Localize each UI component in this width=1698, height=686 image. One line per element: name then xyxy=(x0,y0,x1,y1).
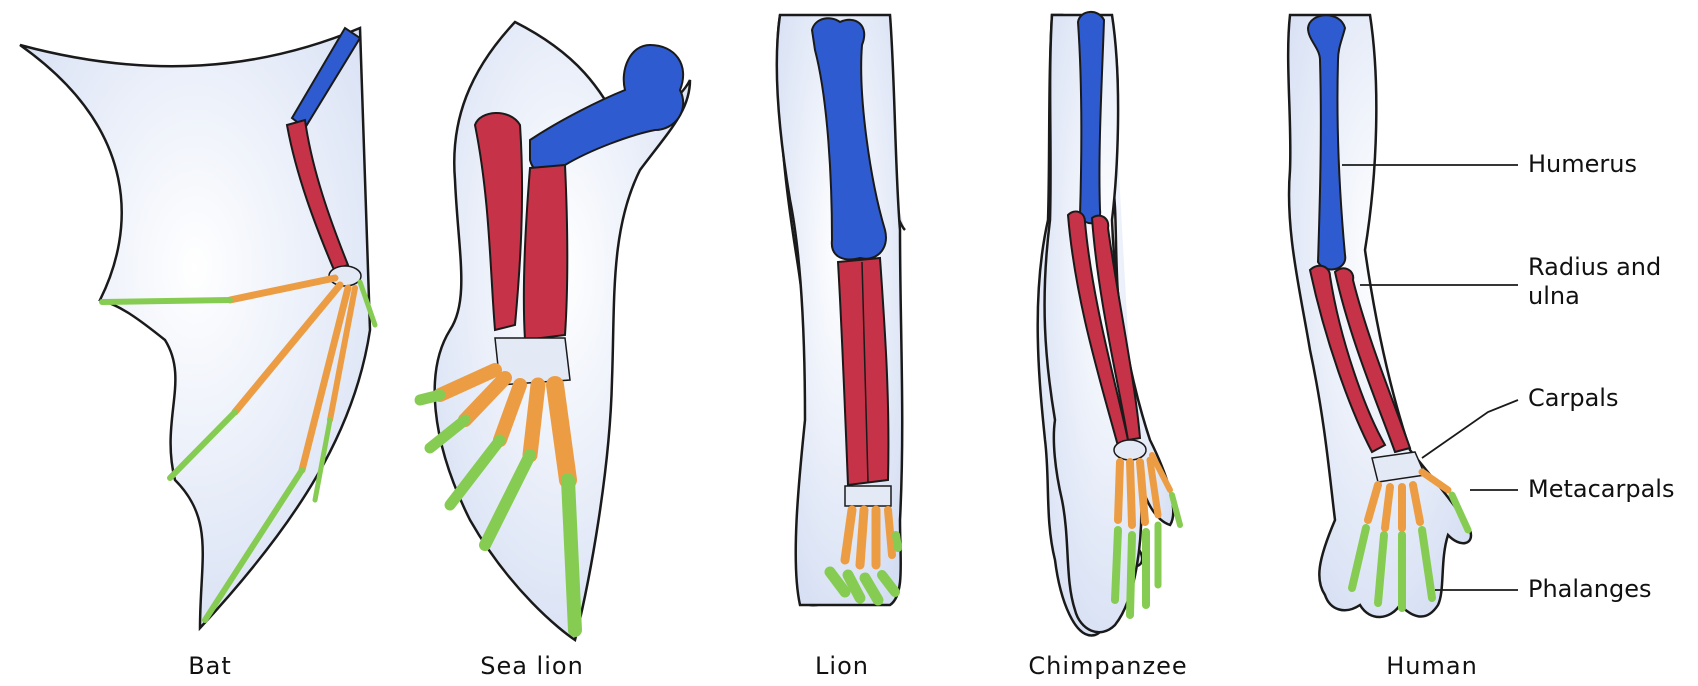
carpals-leader xyxy=(1422,400,1518,458)
caption-human: Human xyxy=(1386,652,1478,680)
human-limb xyxy=(1288,15,1518,617)
bat-wing-membrane xyxy=(20,28,370,628)
label-humerus: Humerus xyxy=(1528,150,1637,179)
label-phalanges: Phalanges xyxy=(1528,575,1651,604)
human-arm-body xyxy=(1288,15,1471,617)
caption-bat: Bat xyxy=(188,652,232,680)
chimpanzee-limb xyxy=(1038,12,1180,635)
bat-limb xyxy=(20,28,375,628)
caption-lion: Lion xyxy=(815,652,869,680)
label-carpals: Carpals xyxy=(1528,384,1618,413)
label-metacarpals: Metacarpals xyxy=(1528,475,1674,504)
lion-limb xyxy=(777,15,905,605)
chimpanzee-humerus xyxy=(1078,12,1104,223)
caption-sea-lion: Sea lion xyxy=(480,652,584,680)
lion-carpals xyxy=(845,486,891,506)
caption-chimpanzee: Chimpanzee xyxy=(1028,652,1187,680)
sea-lion-limb xyxy=(420,22,690,640)
sea-lion-ulna xyxy=(524,165,567,340)
chimpanzee-carpals xyxy=(1114,440,1146,460)
label-radius-ulna: Radius and ulna xyxy=(1528,253,1661,311)
